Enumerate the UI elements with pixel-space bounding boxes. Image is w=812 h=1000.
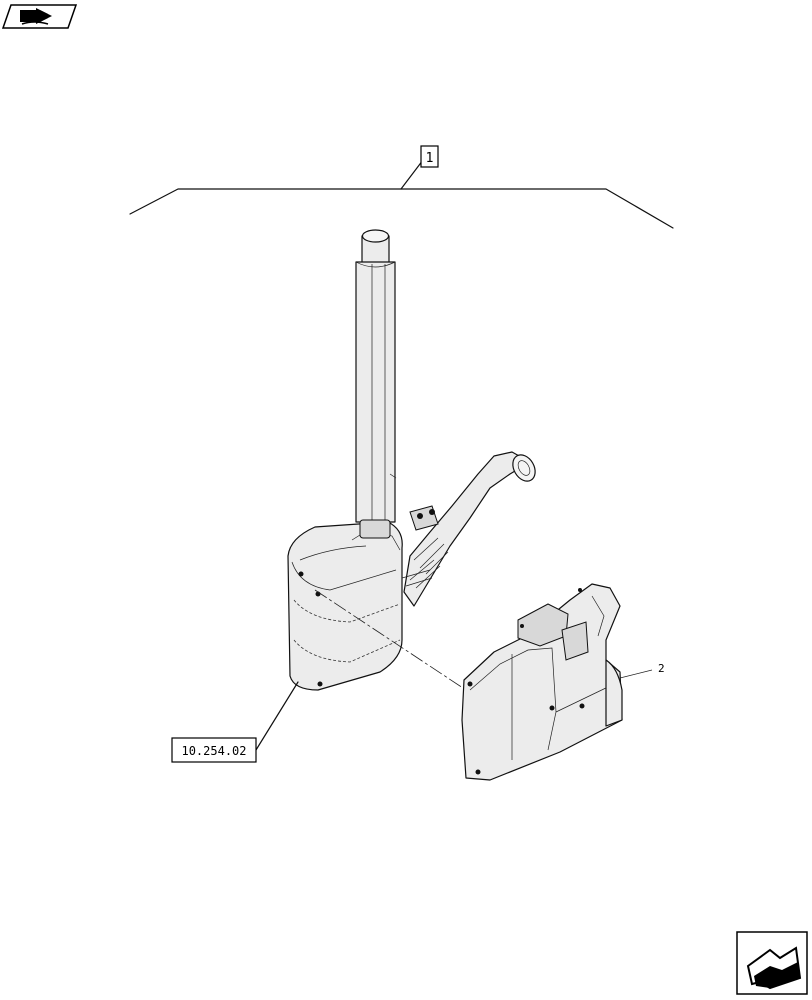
- callout-label-2: 2: [658, 662, 665, 675]
- assembly-callout: 1: [129, 145, 674, 229]
- reference-callout[interactable]: 10.254.02: [171, 681, 299, 763]
- alignment-line: [314, 589, 473, 695]
- exhaust-stack: [355, 229, 397, 523]
- muffler: [287, 519, 403, 691]
- book-arrow-icon[interactable]: [1, 4, 78, 29]
- side-cover: [461, 583, 623, 781]
- reference-label: 10.254.02: [181, 744, 246, 758]
- next-page-arrow-icon[interactable]: [736, 931, 808, 995]
- callout-2: 2: [619, 662, 665, 679]
- inlet-pipe: [401, 451, 536, 607]
- callout-label-1: 1: [426, 151, 434, 166]
